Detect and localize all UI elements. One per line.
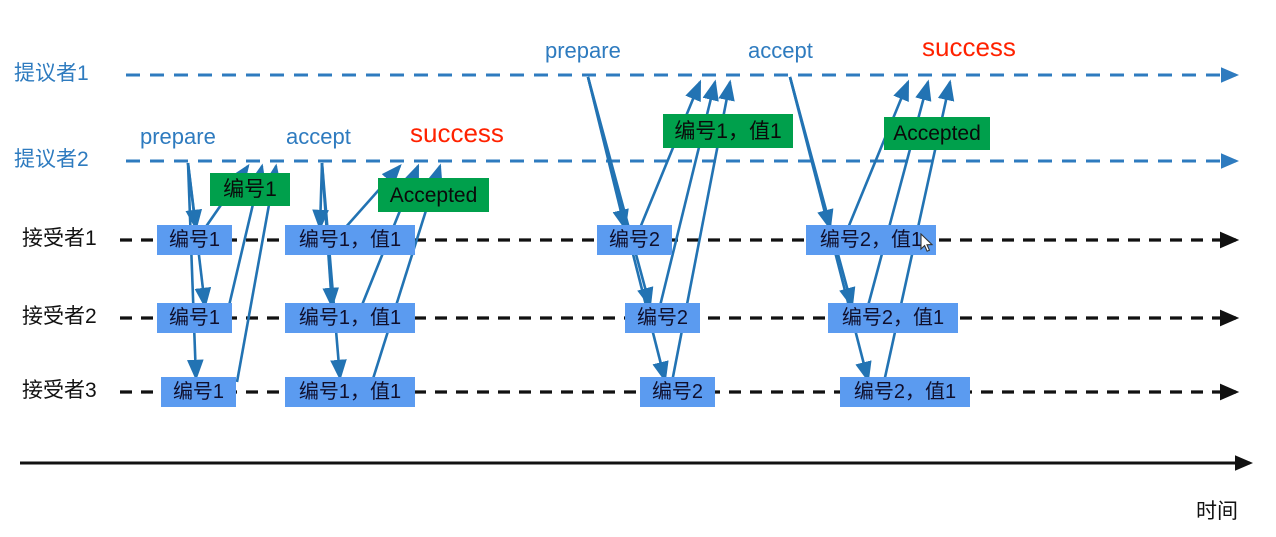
message-box-g2: Accepted xyxy=(378,178,489,212)
message-box-b7: 编号2 xyxy=(597,225,672,255)
message-box-b4: 编号1，值1 xyxy=(285,225,415,255)
arrow-round2_accept_back-1 xyxy=(344,164,402,229)
message-box-b3: 编号1 xyxy=(161,377,236,407)
message-box-b5: 编号1，值1 xyxy=(285,303,415,333)
phase-label-p1-success: success xyxy=(922,32,1016,62)
lane-label-acceptor2: 接受者2 xyxy=(22,305,97,328)
mouse-cursor xyxy=(920,233,934,252)
lane-label-proposer1: 提议者1 xyxy=(14,62,89,85)
message-box-b9: 编号2 xyxy=(640,377,715,407)
arrow-round1_accept_back-2 xyxy=(866,79,932,307)
message-box-g1: 编号1 xyxy=(210,173,290,206)
lane-label-proposer2: 提议者2 xyxy=(14,148,89,171)
arrow-round2_accept_out-3 xyxy=(320,162,347,381)
message-box-b8: 编号2 xyxy=(625,303,700,333)
time-axis-caption: 时间 xyxy=(1196,500,1238,523)
phase-label-p2-prepare: prepare xyxy=(140,124,216,149)
phase-label-p1-prepare: prepare xyxy=(545,38,621,63)
message-box-g3: 编号1，值1 xyxy=(663,114,793,148)
arrow-round1_accept_back-1 xyxy=(846,79,910,229)
phase-label-p2-accept: accept xyxy=(286,124,351,149)
phase-label-p1-accept: accept xyxy=(748,38,813,63)
phase-label-p2-success: success xyxy=(410,118,504,148)
message-box-b12: 编号2，值1 xyxy=(840,377,970,407)
message-box-b6: 编号1，值1 xyxy=(285,377,415,407)
lane-label-acceptor1: 接受者1 xyxy=(22,227,97,250)
lane-label-acceptor3: 接受者3 xyxy=(22,379,97,402)
message-box-g4: Accepted xyxy=(884,117,990,150)
message-box-b11: 编号2，值1 xyxy=(828,303,958,333)
message-box-b2: 编号1 xyxy=(157,303,232,333)
message-box-b1: 编号1 xyxy=(157,225,232,255)
arrow-round2_prepare_out-3 xyxy=(186,162,204,381)
message-box-b10: 编号2，值1 xyxy=(806,225,936,255)
arrow-round1_prepare_back-1 xyxy=(638,79,702,229)
